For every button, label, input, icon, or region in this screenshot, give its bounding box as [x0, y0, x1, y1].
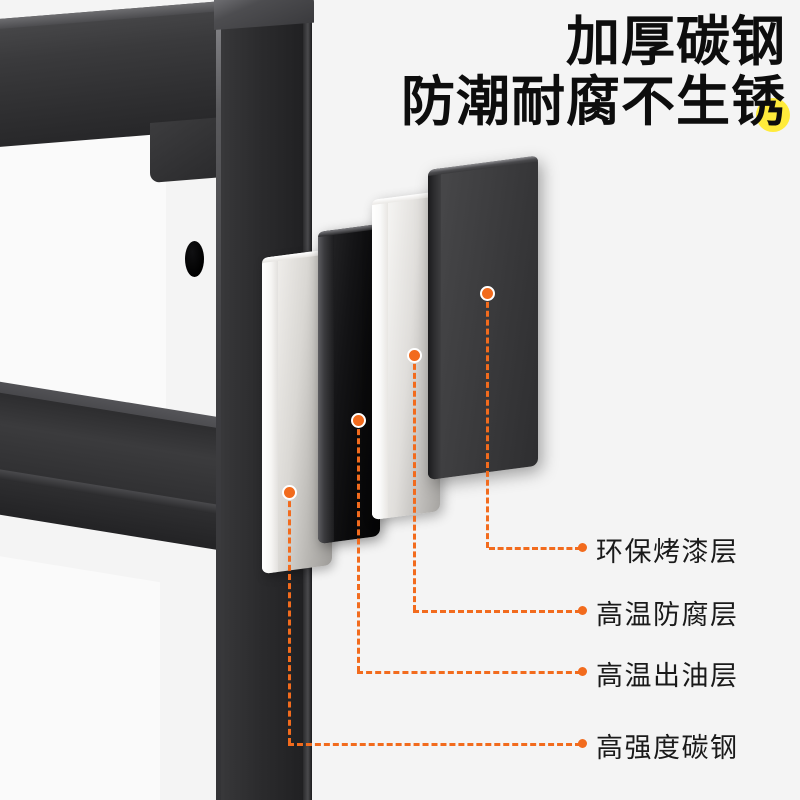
callout-label-1: 环保烤漆层 [596, 537, 739, 567]
leader-vertical-segment [413, 355, 416, 611]
layer-plate-oil-layer [318, 223, 380, 545]
plate-bevel [262, 255, 278, 574]
leader-vertical-segment [357, 420, 360, 672]
callout-end-dot-4 [578, 739, 587, 748]
leader-horizontal-segment [357, 671, 581, 674]
leader-horizontal-segment [413, 610, 581, 613]
plate-bevel [428, 168, 441, 480]
headline-accent-char: 锈 [731, 72, 786, 133]
plate-bevel [318, 229, 334, 544]
plate-bevel [372, 197, 388, 520]
callout-end-dot-1 [578, 543, 587, 552]
callout-label-3: 高温出油层 [596, 661, 739, 691]
mounting-screw-hole [185, 241, 204, 277]
callout-label-2: 高温防腐层 [596, 600, 739, 630]
callout-end-dot-2 [578, 606, 587, 615]
leader-vertical-segment [288, 492, 291, 744]
leader-vertical-segment [486, 293, 489, 548]
headline-line-1: 加厚碳钢 [566, 12, 786, 72]
callout-label-4: 高强度碳钢 [596, 733, 739, 763]
callout-anchor-dot-2 [407, 348, 422, 363]
headline: 加厚碳钢 防潮耐腐不生锈 [401, 12, 790, 133]
callout-anchor-dot-3 [351, 413, 366, 428]
headline-accent-char-wrap: 锈 [731, 72, 790, 133]
headline-line-2: 防潮耐腐不生锈 [401, 72, 790, 133]
callout-end-dot-3 [578, 667, 587, 676]
leader-horizontal-segment [288, 743, 581, 746]
leader-horizontal-segment [489, 547, 581, 550]
callout-anchor-dot-1 [480, 286, 495, 301]
frame-post-edge-highlight [216, 0, 221, 800]
layer-plate-paint-coating [428, 155, 538, 480]
callout-anchor-dot-4 [282, 485, 297, 500]
plate-face [428, 155, 538, 480]
headline-line-2-text: 防潮耐腐不生 [401, 72, 731, 133]
